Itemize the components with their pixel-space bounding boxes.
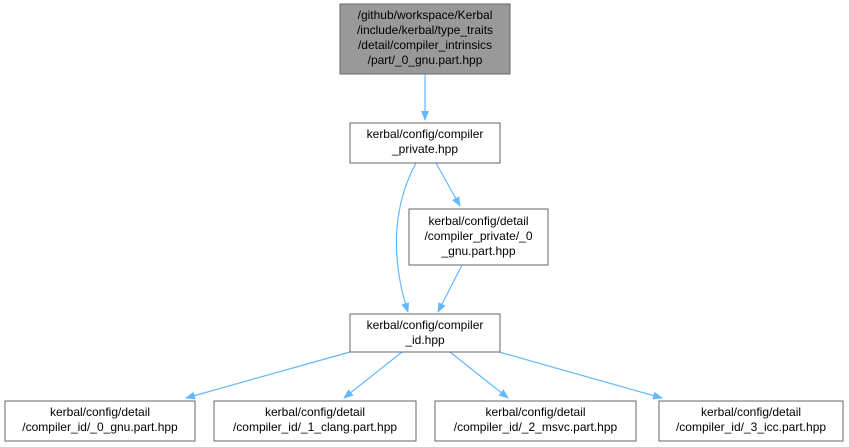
node-root-box — [339, 3, 511, 75]
node-compiler-id-line: kerbal/config/compiler — [367, 318, 484, 332]
node-id-msvc[interactable]: kerbal/config/detail /compiler_id/_2_msv… — [434, 400, 637, 442]
node-id-gnu-line: /compiler_id/_0_gnu.part.hpp — [22, 420, 178, 434]
node-id-clang-line: kerbal/config/detail — [265, 405, 365, 419]
node-id-msvc-line: kerbal/config/detail — [485, 405, 585, 419]
node-compiler-private-gnu-line: _gnu.part.hpp — [440, 244, 515, 258]
edge-compiler-private-to-compiler-private-gnu — [435, 162, 461, 207]
node-compiler-private-box — [349, 122, 501, 164]
node-compiler-id-line: _id.hpp — [404, 333, 445, 347]
edge-compiler-id-to-id-clang — [343, 351, 403, 399]
edge-compiler-private-to-compiler-id — [395, 162, 417, 313]
node-root-line: /include/kerbal/type_traits — [357, 23, 493, 37]
node-compiler-id[interactable]: kerbal/config/compiler _id.hpp — [349, 313, 501, 353]
node-id-msvc-box — [434, 400, 637, 442]
node-compiler-private-gnu-line: kerbal/config/detail — [428, 214, 528, 228]
node-compiler-private-gnu-box — [408, 208, 549, 266]
node-id-gnu[interactable]: kerbal/config/detail /compiler_id/_0_gnu… — [4, 400, 196, 442]
node-compiler-private[interactable]: kerbal/config/compiler _private.hpp — [349, 122, 501, 164]
node-root-line: /github/workspace/Kerbal — [358, 8, 493, 22]
node-id-clang-line: /compiler_id/_1_clang.part.hpp — [233, 420, 397, 434]
node-id-icc-line: kerbal/config/detail — [701, 405, 801, 419]
node-compiler-private-gnu[interactable]: kerbal/config/detail /compiler_private/_… — [408, 208, 549, 266]
node-id-gnu-box — [4, 400, 196, 442]
node-id-clang-box — [213, 400, 417, 442]
node-id-msvc-line: /compiler_id/_2_msvc.part.hpp — [454, 420, 618, 434]
node-compiler-private-line: kerbal/config/compiler — [367, 127, 484, 141]
node-compiler-id-box — [349, 313, 501, 353]
node-compiler-private-gnu-line: /compiler_private/_0 — [424, 229, 532, 243]
node-root-line: /part/_0_gnu.part.hpp — [368, 53, 483, 67]
nodes: /github/workspace/Kerbal /include/kerbal… — [4, 3, 844, 442]
edge-compiler-id-to-id-gnu — [185, 351, 351, 400]
node-id-gnu-line: kerbal/config/detail — [50, 405, 150, 419]
edges — [185, 74, 663, 400]
node-id-icc[interactable]: kerbal/config/detail /compiler_id/_3_icc… — [658, 400, 844, 442]
node-id-icc-line: /compiler_id/_3_icc.part.hpp — [676, 420, 826, 434]
node-id-icc-box — [658, 400, 844, 442]
edge-compiler-private-gnu-to-compiler-id — [437, 264, 463, 313]
node-id-clang[interactable]: kerbal/config/detail /compiler_id/_1_cla… — [213, 400, 417, 442]
edge-compiler-id-to-id-icc — [498, 351, 663, 400]
edge-compiler-id-to-id-msvc — [449, 351, 509, 399]
node-root-line: /detail/compiler_intrinsics — [358, 38, 492, 52]
node-compiler-private-line: _private.hpp — [391, 142, 458, 156]
node-root[interactable]: /github/workspace/Kerbal /include/kerbal… — [339, 3, 511, 75]
